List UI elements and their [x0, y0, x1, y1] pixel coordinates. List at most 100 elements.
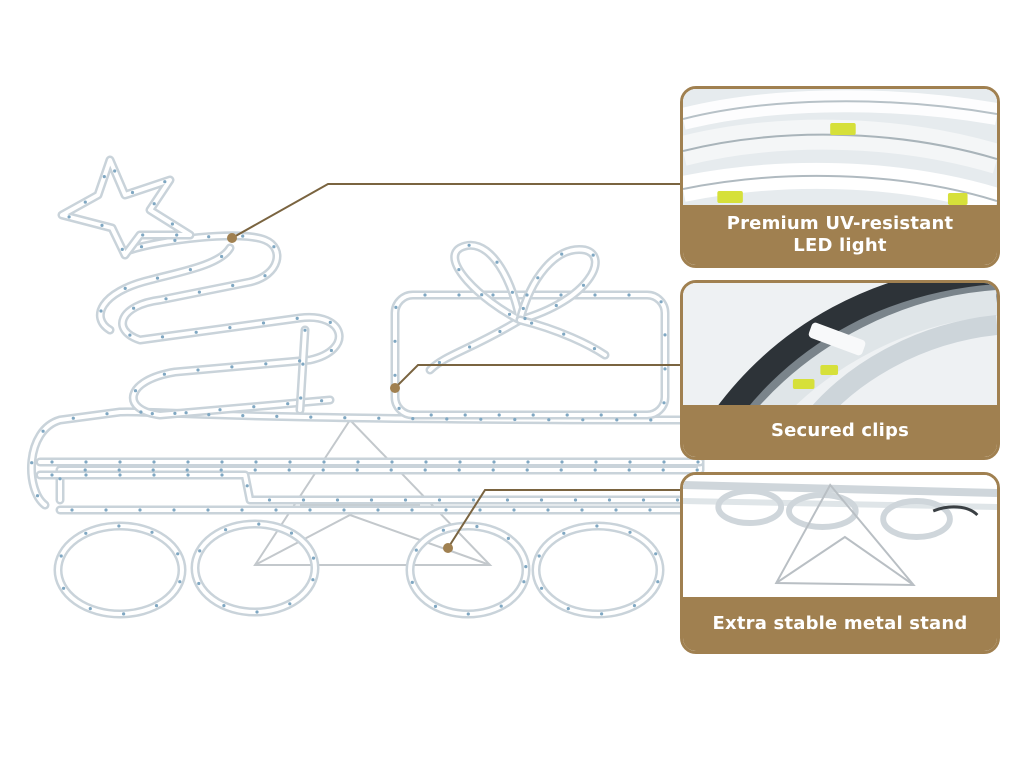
led-dot: [525, 293, 529, 297]
led-dot: [355, 468, 359, 472]
led-dot: [663, 367, 667, 371]
led-dot: [393, 373, 397, 377]
led-dot: [152, 202, 156, 206]
led-dot: [50, 473, 54, 477]
led-dot: [122, 612, 126, 616]
led-dot: [594, 460, 598, 464]
led-dot: [537, 554, 541, 558]
led-dot: [615, 418, 619, 422]
led-dot: [522, 580, 526, 584]
callout-leader-lines: [227, 183, 680, 553]
led-dot: [178, 580, 182, 584]
led-dot: [255, 610, 259, 614]
led-dot: [491, 293, 495, 297]
led-dot: [458, 460, 462, 464]
led-dot: [197, 290, 201, 294]
led-dot: [628, 460, 632, 464]
led-closeup-photo: [683, 89, 997, 211]
led-dot: [433, 604, 438, 609]
callout-metal-stand: Extra stable metal stand: [680, 472, 1000, 654]
led-dot: [627, 293, 631, 297]
led-dot: [138, 508, 142, 512]
led-dot: [322, 460, 326, 464]
led-dot: [274, 508, 278, 512]
led-dot: [100, 223, 104, 227]
led-dot: [512, 508, 516, 512]
led-dot: [641, 498, 646, 502]
led-dot: [30, 461, 34, 465]
led-dot: [479, 417, 483, 421]
led-dot: [99, 309, 103, 313]
led-dot: [288, 602, 292, 606]
led-dot: [113, 169, 117, 173]
led-dot: [441, 528, 445, 532]
led-dot: [526, 460, 530, 464]
led-dot: [309, 415, 313, 419]
led-dot: [656, 580, 660, 584]
led-dot: [155, 276, 160, 280]
led-dot: [437, 360, 441, 365]
led-dot: [123, 286, 127, 290]
led-dot: [257, 522, 261, 526]
led-dot: [591, 253, 595, 257]
led-dot: [83, 200, 87, 204]
led-dot: [600, 612, 604, 616]
led-dot: [128, 333, 132, 337]
led-dot: [595, 524, 599, 528]
led-dot: [253, 468, 257, 472]
led-dot: [170, 222, 174, 226]
led-dot: [592, 347, 597, 351]
led-dot: [321, 468, 325, 472]
led-dot: [695, 468, 699, 472]
led-dot: [593, 468, 597, 472]
led-dot: [176, 552, 180, 556]
led-dot: [607, 498, 612, 502]
led-dot: [581, 418, 585, 422]
led-dot: [186, 460, 190, 464]
led-dot: [560, 252, 564, 256]
led-dot: [499, 604, 503, 608]
led-dot: [675, 498, 680, 502]
led-dot: [444, 508, 448, 512]
led-dot: [521, 306, 525, 311]
led-dot: [495, 260, 499, 264]
led-dot: [59, 554, 63, 558]
led-dot: [466, 612, 470, 616]
led-dot: [540, 586, 544, 590]
metal-stand: [253, 418, 493, 566]
led-dot: [152, 473, 156, 477]
led-dot: [228, 326, 232, 330]
led-dot: [628, 530, 632, 534]
led-dot: [172, 508, 176, 512]
led-dot: [342, 508, 346, 512]
led-dot: [562, 332, 566, 336]
led-dot: [35, 494, 40, 498]
led-dot: [376, 508, 380, 512]
led-dot: [132, 306, 136, 310]
led-dot: [343, 416, 347, 420]
led-dot: [58, 477, 62, 481]
led-dot: [84, 460, 88, 464]
led-dot: [67, 215, 71, 219]
led-dot: [295, 316, 299, 320]
led-dot: [356, 460, 360, 464]
led-dot: [580, 508, 584, 512]
led-dot: [289, 531, 294, 535]
led-dot: [117, 524, 121, 528]
led-dot: [423, 468, 427, 472]
led-dot: [173, 411, 177, 415]
led-dot: [559, 468, 563, 472]
led-dots: [30, 169, 702, 616]
led-dot: [299, 396, 303, 400]
led-dot: [186, 473, 190, 477]
led-dot: [150, 530, 154, 534]
led-dot: [524, 565, 528, 569]
led-dot: [263, 274, 267, 278]
led-dot: [198, 549, 202, 553]
gift-box: [390, 240, 670, 420]
led-dot: [560, 460, 564, 464]
led-dot: [120, 247, 124, 251]
led-dot: [497, 413, 501, 417]
led-dot: [659, 300, 663, 304]
led-dot: [118, 473, 122, 477]
